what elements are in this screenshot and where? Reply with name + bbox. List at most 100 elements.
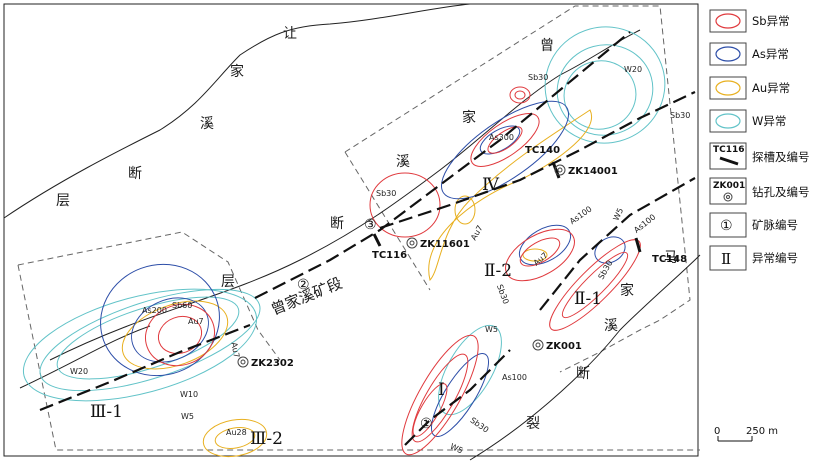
legend-item-w: W异常: [709, 109, 786, 133]
ore-veins: [39, 31, 696, 446]
mining-area-boundaries: [17, 5, 700, 451]
drillholes: ZK14001 ZK11601 ZK001 ZK2302: [237, 164, 618, 369]
fault-west: [19, 325, 151, 389]
trench-tc116-label: TC116: [372, 250, 407, 261]
vein-main-east: [254, 31, 631, 299]
svg-text:钻孔及编号: 钻孔及编号: [752, 185, 810, 199]
svg-text:250 m: 250 m: [746, 426, 778, 437]
fault-label-majiaxi: 马 家 溪 断 裂: [526, 250, 678, 432]
svg-text:As异常: As异常: [752, 47, 789, 61]
drillhole-zk11601: ZK11601: [406, 237, 470, 250]
svg-text:Sb异常: Sb异常: [752, 14, 790, 28]
svg-text:曾: 曾: [540, 38, 554, 54]
legend-item-sb: Sb异常: [709, 9, 790, 33]
svg-text:溪: 溪: [396, 154, 410, 170]
svg-text:W20: W20: [70, 367, 88, 376]
trench-tc140-label: TC140: [525, 145, 560, 156]
svg-text:家: 家: [462, 109, 476, 126]
svg-text:断: 断: [330, 216, 344, 232]
svg-text:W5: W5: [449, 442, 465, 456]
fault-label-zengjiaxi: 曾 家 溪 断 层: [221, 38, 554, 290]
legend-item-anom: Ⅱ 异常编号: [709, 245, 798, 271]
svg-text:Sb30: Sb30: [528, 73, 548, 82]
svg-text:家: 家: [230, 63, 244, 80]
anomaly-number-2-1: Ⅱ-1: [574, 289, 602, 309]
svg-text:层: 层: [221, 274, 235, 290]
legend-item-vein: ① 矿脉编号: [709, 212, 798, 238]
svg-text:①: ①: [720, 218, 733, 234]
trenches: TC140 TC116 TC148: [372, 145, 687, 265]
svg-text:Sb30: Sb30: [495, 283, 510, 305]
svg-text:Ⅱ: Ⅱ: [721, 250, 731, 268]
legend-item-as: As异常: [709, 42, 789, 66]
anomaly-numbers: Ⅰ Ⅱ-2 Ⅱ-1 Ⅲ-1 Ⅲ-2 Ⅳ: [90, 175, 602, 449]
svg-text:溪: 溪: [200, 116, 214, 132]
vein-number-3: ③: [364, 217, 377, 233]
svg-text:ZK2302: ZK2302: [251, 358, 294, 369]
vein-1: [404, 349, 511, 446]
rangjiaxi-fault: [3, 3, 471, 219]
map-frame: [3, 3, 699, 457]
svg-text:W异常: W异常: [752, 114, 786, 128]
majiaxi-fault: [469, 254, 701, 461]
svg-text:异常编号: 异常编号: [752, 251, 798, 265]
fault-inner: [49, 29, 641, 361]
anomaly-number-3-2: Ⅲ-2: [250, 429, 283, 449]
svg-text:ZK001: ZK001: [713, 181, 745, 191]
svg-text:裂: 裂: [526, 416, 540, 432]
svg-text:ZK11601: ZK11601: [420, 239, 470, 250]
drillhole-zk2302: ZK2302: [237, 356, 294, 369]
svg-text:Au7: Au7: [229, 342, 241, 359]
legend-item-drill: ZK001 钻孔及编号: [709, 177, 810, 205]
svg-text:W5: W5: [485, 325, 498, 334]
svg-text:W20: W20: [624, 65, 642, 74]
scale-bar: 0 250 m: [714, 426, 778, 442]
svg-text:断: 断: [576, 366, 590, 382]
svg-text:Sb60: Sb60: [172, 301, 192, 310]
vein-4: [379, 91, 696, 230]
svg-text:ZK14001: ZK14001: [568, 166, 618, 177]
svg-text:Sb30: Sb30: [597, 259, 615, 281]
sb-anomalies: [145, 86, 641, 456]
vein-main-west: [39, 323, 251, 412]
svg-text:Au28: Au28: [226, 428, 247, 437]
svg-text:As100: As100: [632, 212, 657, 234]
svg-text:矿脉编号: 矿脉编号: [752, 218, 798, 232]
vein-2-1: [539, 177, 696, 311]
drillhole-zk14001: ZK14001: [554, 164, 618, 177]
svg-text:Sb30: Sb30: [376, 189, 396, 198]
anomaly-number-1: Ⅰ: [438, 380, 445, 400]
trench-tc148-label: TC148: [652, 254, 687, 265]
svg-text:W10: W10: [180, 390, 198, 399]
svg-text:As100: As100: [502, 373, 527, 382]
svg-text:马: 马: [664, 250, 678, 266]
svg-text:层: 层: [56, 193, 70, 209]
svg-text:溪: 溪: [604, 318, 618, 334]
legend-item-trench: TC116 探槽及编号: [709, 142, 810, 170]
trench-tc148-mark: [634, 237, 642, 253]
svg-text:Sb30: Sb30: [670, 111, 690, 120]
svg-text:Au7: Au7: [188, 317, 204, 326]
svg-text:0: 0: [714, 426, 720, 437]
anomaly-number-2-2: Ⅱ-2: [484, 261, 512, 281]
faults: [3, 3, 701, 461]
legend: Sb异常 As异常 Au异常 W异常 TC116 探槽及编号 ZK001: [709, 9, 810, 271]
svg-text:断: 断: [128, 166, 142, 182]
svg-text:Au异常: Au异常: [752, 81, 790, 95]
svg-text:As100: As100: [568, 204, 594, 226]
drillhole-zk001: ZK001: [532, 339, 582, 352]
legend-item-au: Au异常: [709, 76, 790, 100]
svg-text:As200: As200: [142, 306, 167, 315]
trench-tc116-mark: [372, 233, 382, 247]
svg-text:TC116: TC116: [713, 145, 745, 155]
svg-text:Sb30: Sb30: [468, 416, 490, 435]
vein-number-1: ①: [420, 416, 433, 432]
anomaly-number-4: Ⅳ: [482, 175, 500, 195]
vein-numbers: ① ② ③: [297, 217, 433, 432]
au-anomalies: [121, 109, 593, 458]
anomaly-number-3-1: Ⅲ-1: [90, 402, 123, 422]
fault-label-rangjiaxi: 让 家 溪 层 断: [56, 26, 297, 209]
svg-text:Au7: Au7: [469, 224, 485, 242]
svg-text:让: 让: [283, 26, 297, 42]
